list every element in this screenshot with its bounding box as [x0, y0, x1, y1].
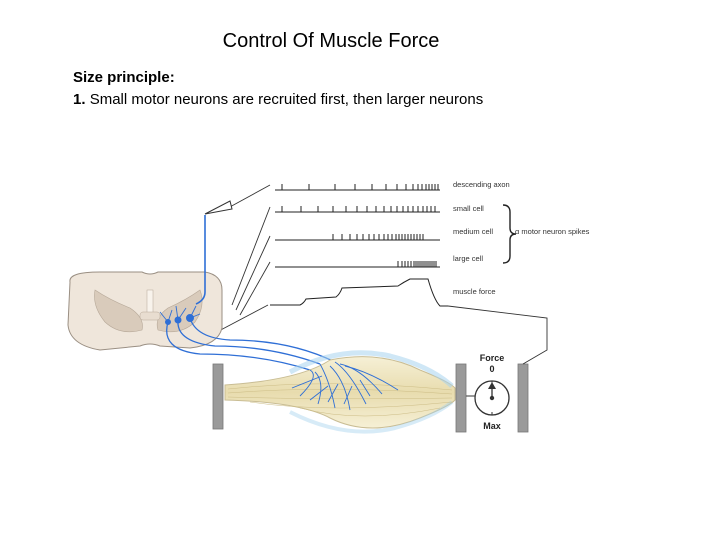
- motor-neurons: [159, 305, 201, 325]
- gauge-max: Max: [483, 421, 501, 431]
- small-cell-spikes: [281, 206, 436, 212]
- gauge-title: Force: [480, 353, 505, 363]
- slide-title: Control Of Muscle Force: [222, 30, 440, 52]
- spike-traces: [270, 184, 448, 307]
- label-muscle-force: muscle force: [453, 287, 496, 296]
- large-cell-spikes: [397, 261, 437, 267]
- motor-axons: [166, 317, 336, 371]
- item-text: Small motor neurons are recruited first,…: [89, 91, 484, 108]
- descending-axon: [195, 215, 206, 305]
- principle-heading: Size principle:: [73, 69, 175, 86]
- brace: [502, 204, 517, 264]
- descending-axon-spikes: [281, 184, 439, 190]
- nerve-branches: [291, 361, 399, 411]
- electrode-tip-icon: [204, 200, 233, 215]
- principle-item: 1. Small motor neurons are recruited fir…: [73, 91, 483, 108]
- left-clamp: [212, 363, 224, 430]
- label-motor-neuron-spikes: α motor neuron spikes: [515, 227, 590, 236]
- muscle-force-trace: [270, 278, 448, 307]
- label-descending-axon: descending axon: [453, 180, 510, 189]
- electrode-leads: [214, 184, 271, 334]
- label-small-cell: small cell: [453, 204, 484, 213]
- label-medium-cell: medium cell: [453, 227, 493, 236]
- muscle-fibers: [227, 383, 453, 417]
- gauge-min: 0: [489, 364, 494, 374]
- right-clamp: [455, 363, 467, 433]
- medium-cell-spikes: [332, 234, 424, 240]
- muscle-belly: [224, 356, 456, 429]
- item-number: 1.: [73, 91, 86, 108]
- force-gauge: [466, 363, 529, 433]
- force-signal-wire: [447, 305, 548, 365]
- label-large-cell: large cell: [453, 254, 483, 263]
- spinal-cord: [67, 271, 223, 351]
